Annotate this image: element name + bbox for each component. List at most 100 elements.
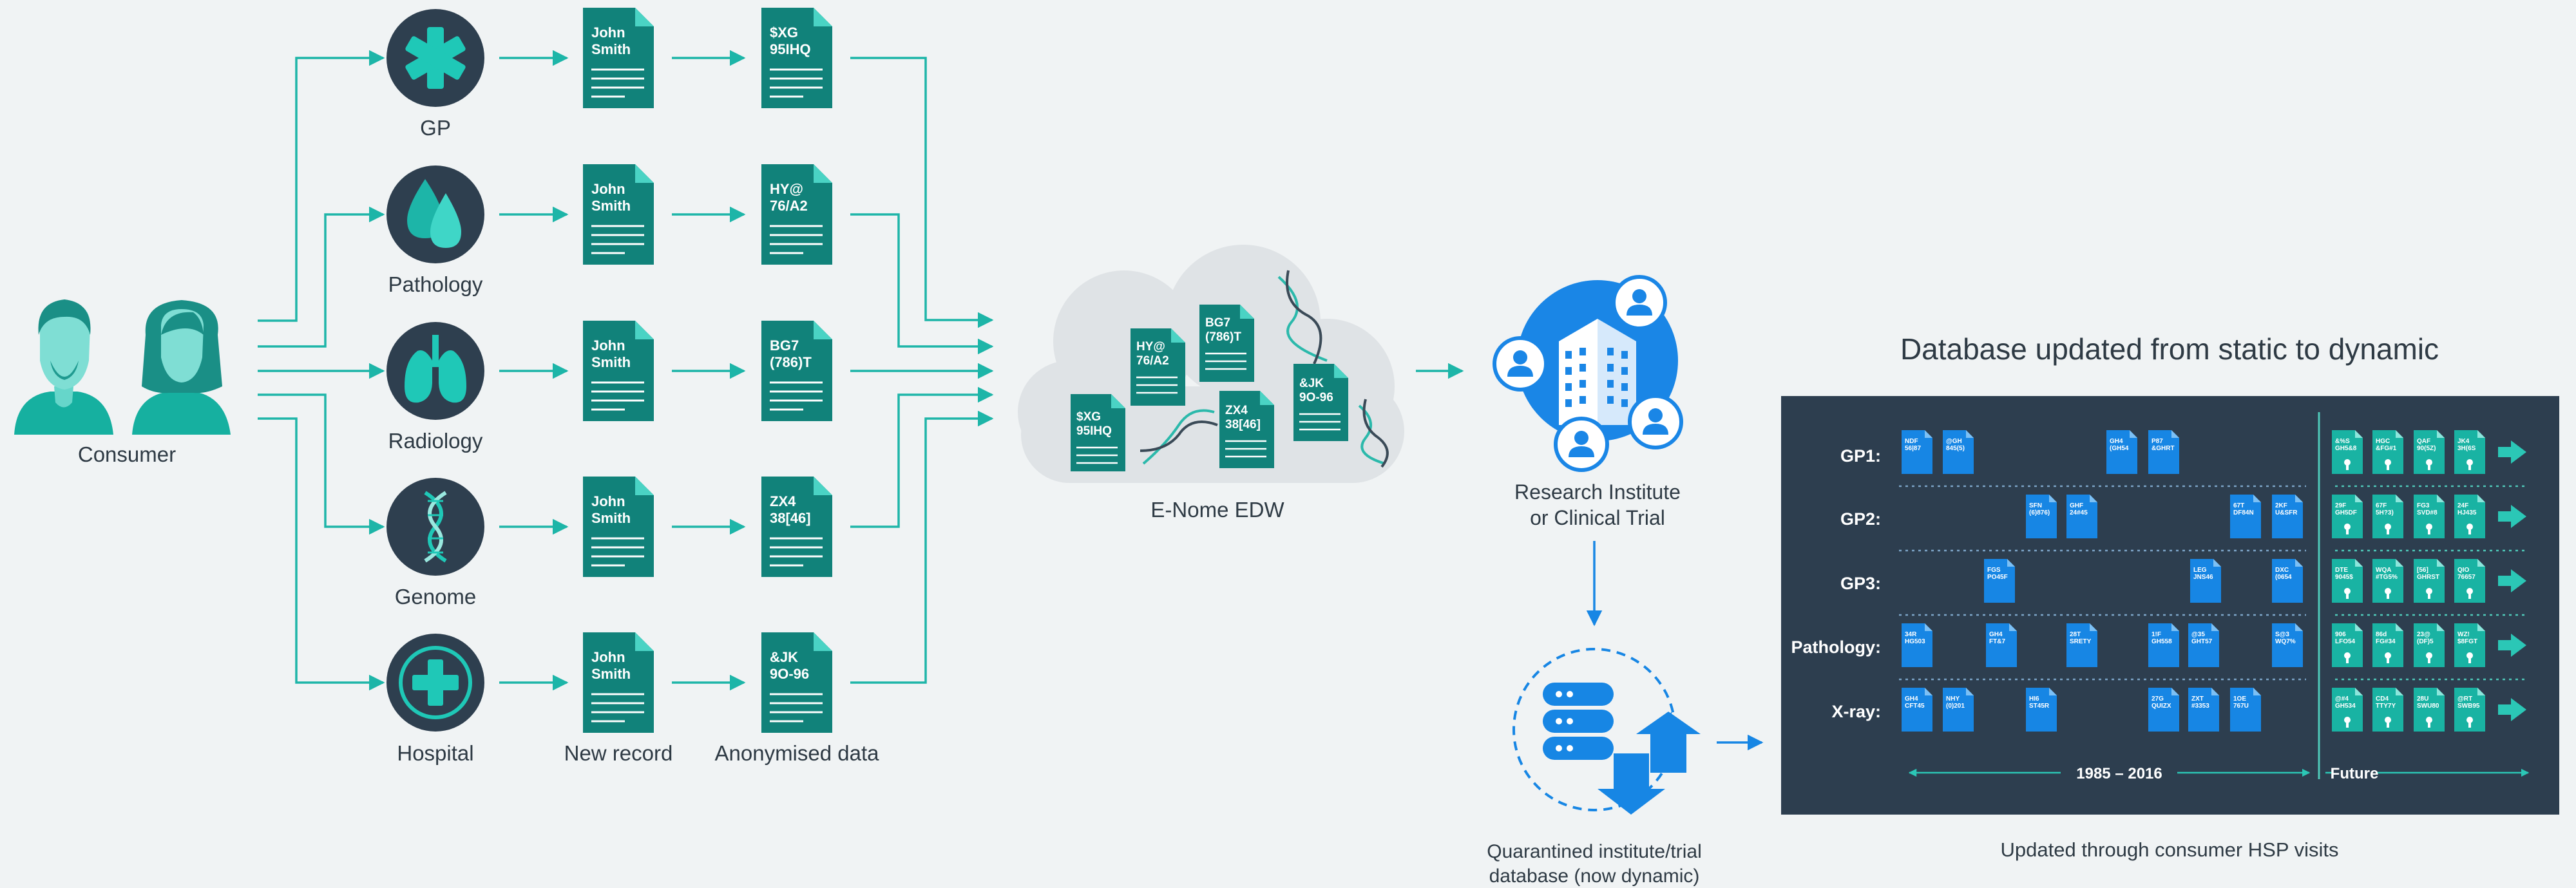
panel-doc-text: GH534 [2335,703,2356,710]
cloud-doc-line1: &JK [1299,377,1324,390]
anon-text-line2: (786)T [770,354,812,370]
anon-text-line2: 38[46] [770,510,811,526]
edw-label: E-Nome EDW [1150,498,1284,522]
key-icon [2466,717,2473,723]
static-record-doc: SFN(6)876) [2026,495,2057,538]
panel-doc-text: P87 [2151,438,2163,445]
record-text-line1: John [591,337,625,354]
dna-icon [424,491,447,563]
panel-doc-text: 845(5) [1946,445,1965,452]
panel-caption: Updated through consumer HSP visits [2001,838,2339,861]
future-arrow-icon [2498,440,2526,464]
panel-doc-text: 56|87 [1905,445,1921,452]
panel-doc-text: FT&7 [1989,638,2005,645]
range-label: 1985 – 2016 [2076,765,2162,782]
future-record-doc: WZ!$8FGT [2454,623,2485,667]
panel-title: Database updated from static to dynamic [1900,332,2439,366]
panel-doc-text: GH558 [2151,638,2172,645]
cloud-doc-line1: $XG [1076,410,1101,424]
panel-doc-text: DXC [2275,567,2289,574]
panel-doc-text: HJ435 [2457,509,2477,516]
key-icon [2426,588,2432,594]
panel-doc-text: WZ! [2457,631,2470,638]
future-record-doc: HGC&FG#1 [2372,430,2403,474]
record-text-line1: John [591,649,625,665]
panel-doc-text: JNS46 [2193,574,2213,581]
consumer-icon [14,299,231,435]
panel-doc-text: TTY7Y [2376,703,2396,710]
panel-doc-text: 86d [2376,631,2387,638]
panel-doc-text: GH4 [1905,695,1918,703]
key-icon [2344,652,2351,659]
cloud-doc: BG7 (786)T [1199,305,1254,382]
quarantined-database-icon [1512,648,1701,815]
future-arrow-icon [2498,634,2526,657]
panel-doc-text: (0)201 [1946,703,1965,710]
future-arrow-icon [2498,698,2526,721]
key-icon [2426,717,2432,723]
key-icon [2466,588,2473,594]
panel-doc-text: 28U [2417,695,2428,703]
key-icon [2385,524,2391,530]
panel-doc-text: 5H?3) [2376,509,2394,516]
panel-doc-text: ST45R [2029,703,2050,710]
panel-doc-text: 67T [2233,502,2244,509]
record-text-line2: Smith [591,198,631,214]
person-icon [1554,417,1609,472]
panel-doc-text: FG3 [2417,502,2430,509]
cloud-doc-line2: 95IHQ [1076,424,1112,438]
panel-doc-text: LEG [2193,567,2207,574]
panel-doc-text: (DF)5 [2417,638,2434,645]
panel-doc-text: 67F [2376,502,2387,509]
panel-doc-text: 1!F [2151,631,2161,638]
record-docs: John Smith $XG 95IHQ John Smith HY@ 76/A… [583,8,832,733]
panel-doc-text: 24#45 [2070,509,2088,516]
lungs-icon [405,335,466,403]
research-institute-icon [1493,275,1683,472]
new-record-doc: John Smith [583,164,654,265]
consumer-label: Consumer [78,442,176,466]
panel-doc-text: #TG5% [2376,574,2398,581]
panel-doc-text: JK4 [2457,438,2470,445]
panel-doc-text: 1OE [2233,695,2246,703]
research-label-line1: Research Institute [1514,480,1681,504]
panel-doc-text: (0654 [2275,574,2292,581]
static-record-doc: NHY(0)201 [1943,688,1974,732]
anon-text-line2: 95IHQ [770,41,811,57]
anonymised-doc: HY@ 76/A2 [761,164,832,265]
panel-doc-text: U&SFR [2275,509,2298,516]
anonymised-doc: &JK 9O-96 [761,632,832,733]
cloud-doc: $XG 95IHQ [1071,394,1125,471]
panel-doc-text: WQA [2376,567,2391,574]
anon-text-line1: HY@ [770,181,803,197]
source-genome [386,478,484,576]
cloud-doc: &JK 9O-96 [1293,364,1348,441]
source-label-radiology: Radiology [388,429,483,453]
panel-doc-text: #3353 [2191,703,2209,710]
record-text-line1: John [591,24,625,41]
static-record-doc: GH4(GH54 [2106,430,2137,474]
key-icon [2344,588,2351,594]
record-text-line1: John [591,181,625,197]
cloud-doc: HY@ 76/A2 [1131,328,1185,406]
panel-doc-text: SRETY [2070,638,2092,645]
panel-doc-text: 90(5Z) [2417,445,2436,452]
key-icon [2385,588,2391,594]
key-icon [2385,717,2391,723]
